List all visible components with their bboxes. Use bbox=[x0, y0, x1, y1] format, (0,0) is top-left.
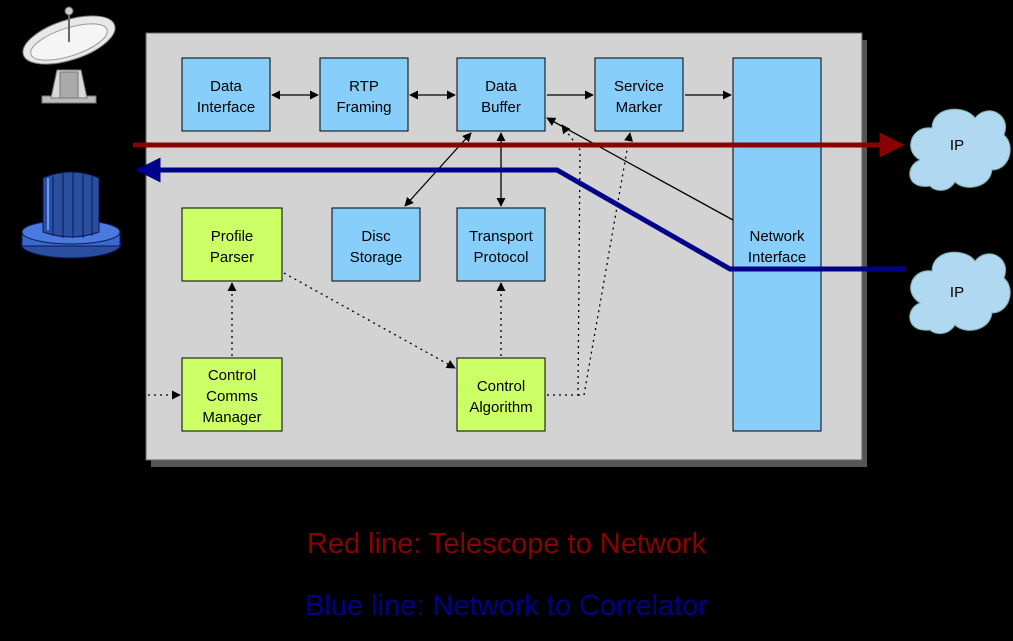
satellite-dish-icon bbox=[22, 6, 116, 104]
box-label: Manager bbox=[202, 409, 261, 426]
box-label: Marker bbox=[616, 99, 663, 116]
box-label: Protocol bbox=[473, 249, 528, 266]
box-label: Buffer bbox=[481, 99, 521, 116]
box-label: Control bbox=[208, 367, 256, 384]
blue-data-line bbox=[135, 157, 906, 272]
box-label: Disc bbox=[361, 228, 391, 245]
cloud-icon-bottom: IP bbox=[909, 251, 1011, 335]
box-label: Interface bbox=[748, 249, 806, 266]
arrow-algorithm-marker bbox=[578, 132, 634, 396]
box-label: RTP bbox=[349, 78, 379, 95]
legend-red-line: Red line: Telescope to Network bbox=[306, 528, 707, 560]
box-label: Comms bbox=[206, 388, 258, 405]
box-label: Profile bbox=[211, 228, 254, 245]
cloud-label: IP bbox=[950, 284, 964, 301]
cloud-icon-top: IP bbox=[909, 108, 1011, 191]
arrow-netif-buffer bbox=[546, 117, 734, 221]
box-label: Algorithm bbox=[469, 399, 532, 416]
box-label: Service bbox=[614, 78, 664, 95]
box-label: Data bbox=[210, 78, 242, 95]
cloud-label: IP bbox=[950, 137, 964, 154]
box-label: Parser bbox=[210, 249, 254, 266]
box-label: Storage bbox=[350, 249, 403, 266]
box-label: Control bbox=[477, 378, 525, 395]
rtp-framing-box: RTP Framing bbox=[319, 57, 409, 132]
dotted-arrows bbox=[148, 124, 634, 400]
box-label: Data bbox=[485, 78, 517, 95]
box-label: Framing bbox=[336, 99, 391, 116]
box-label: Network bbox=[749, 228, 805, 245]
legend-blue-line: Blue line: Network to Correlator bbox=[305, 590, 708, 622]
box-label: Interface bbox=[197, 99, 255, 116]
arrow-parser-algorithm bbox=[283, 272, 456, 369]
box-label: Transport bbox=[469, 228, 533, 245]
correlator-icon bbox=[20, 171, 122, 259]
